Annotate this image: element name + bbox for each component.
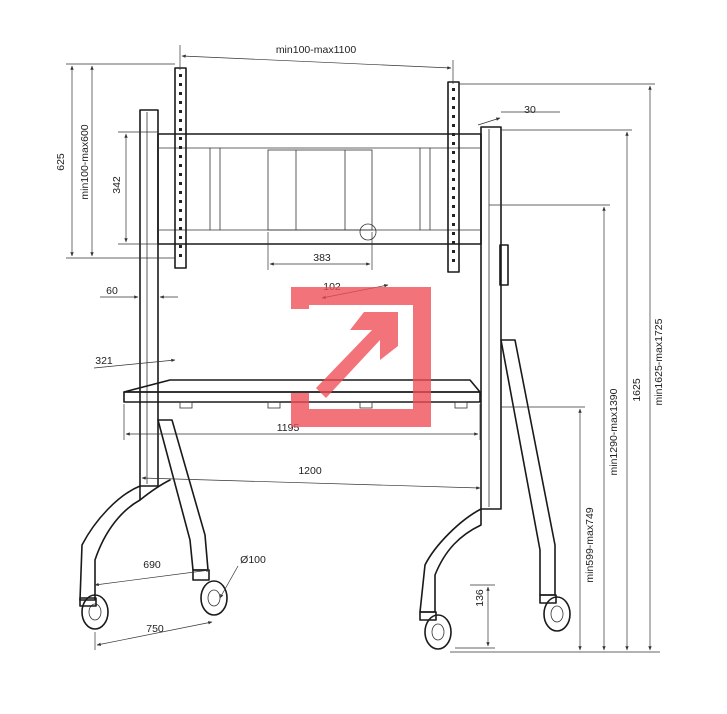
cart-structure (79, 67, 571, 650)
rail-hole (179, 137, 182, 140)
rail-hole (452, 160, 455, 163)
rail-hole (179, 128, 182, 131)
rail-hole (179, 200, 182, 203)
rail-hole (179, 92, 182, 95)
rail-hole (452, 142, 455, 145)
rail-hole (452, 232, 455, 235)
rail-hole (452, 205, 455, 208)
rail-hole (179, 110, 182, 113)
rail-hole (179, 191, 182, 194)
rail-hole (179, 155, 182, 158)
dimension-lines (66, 45, 660, 653)
caster-right-front (539, 594, 571, 632)
open-external-arrow-icon (291, 287, 431, 427)
dim-shelf-height: min599-max749 (584, 507, 596, 582)
rail-hole (452, 169, 455, 172)
rail-hole (452, 151, 455, 154)
rail-hole (452, 97, 455, 100)
dim-bracket-offset: 383 (313, 252, 331, 264)
left-column (139, 109, 159, 487)
rail-hole (452, 250, 455, 253)
dim-overall-height: 1625 (631, 378, 643, 402)
rail-hole (452, 106, 455, 109)
dim-caster-diameter: Ø100 (240, 554, 266, 566)
rail-hole (179, 254, 182, 257)
rail-hole (179, 209, 182, 212)
dimension-labels: min100-max1100 625 min100-max600 342 383… (55, 44, 665, 635)
casters (79, 569, 571, 650)
rail-hole (452, 259, 455, 262)
dim-base-depth: 750 (146, 623, 164, 635)
dim-center-height: min1290-max1390 (608, 388, 620, 475)
left-vesa-rail (174, 67, 187, 269)
dim-column-offset: 30 (524, 104, 536, 116)
rail-hole (452, 115, 455, 118)
rail-hole (179, 182, 182, 185)
rail-hole (179, 74, 182, 77)
rail-hole (179, 164, 182, 167)
dim-mount-height: min100-max600 (79, 124, 91, 199)
rail-hole (179, 227, 182, 230)
rail-hole (179, 101, 182, 104)
rail-hole (452, 133, 455, 136)
rail-hole (452, 196, 455, 199)
rail-hole (179, 83, 182, 86)
dim-total-mount-height: 625 (55, 153, 67, 171)
rail-hole (179, 146, 182, 149)
right-column (480, 126, 502, 510)
dim-column-width: 60 (106, 285, 118, 297)
rail-hole (179, 245, 182, 248)
mounting-plate (157, 133, 482, 245)
dim-wheel-track: 690 (143, 559, 161, 571)
right-vesa-rail (447, 81, 460, 273)
rail-hole (452, 178, 455, 181)
caster-left-back (79, 594, 109, 630)
rail-hole (179, 218, 182, 221)
rail-hole (452, 124, 455, 127)
rail-hole (452, 223, 455, 226)
rail-hole (452, 241, 455, 244)
rail-hole (179, 119, 182, 122)
caster-left-front (192, 569, 228, 616)
dim-shelf-depth: 321 (95, 355, 113, 367)
caster-right-back (419, 611, 452, 650)
rail-hole (452, 88, 455, 91)
rail-hole (179, 173, 182, 176)
rail-hole (452, 187, 455, 190)
dim-max-height: min1625-max1725 (653, 318, 665, 405)
dim-mount-width: min100-max1100 (276, 44, 357, 56)
dim-base-width: 1200 (298, 465, 322, 477)
dim-inner-height: 342 (111, 176, 123, 194)
dim-caster-height: 136 (474, 589, 486, 607)
rail-hole (179, 236, 182, 239)
rail-hole (452, 214, 455, 217)
